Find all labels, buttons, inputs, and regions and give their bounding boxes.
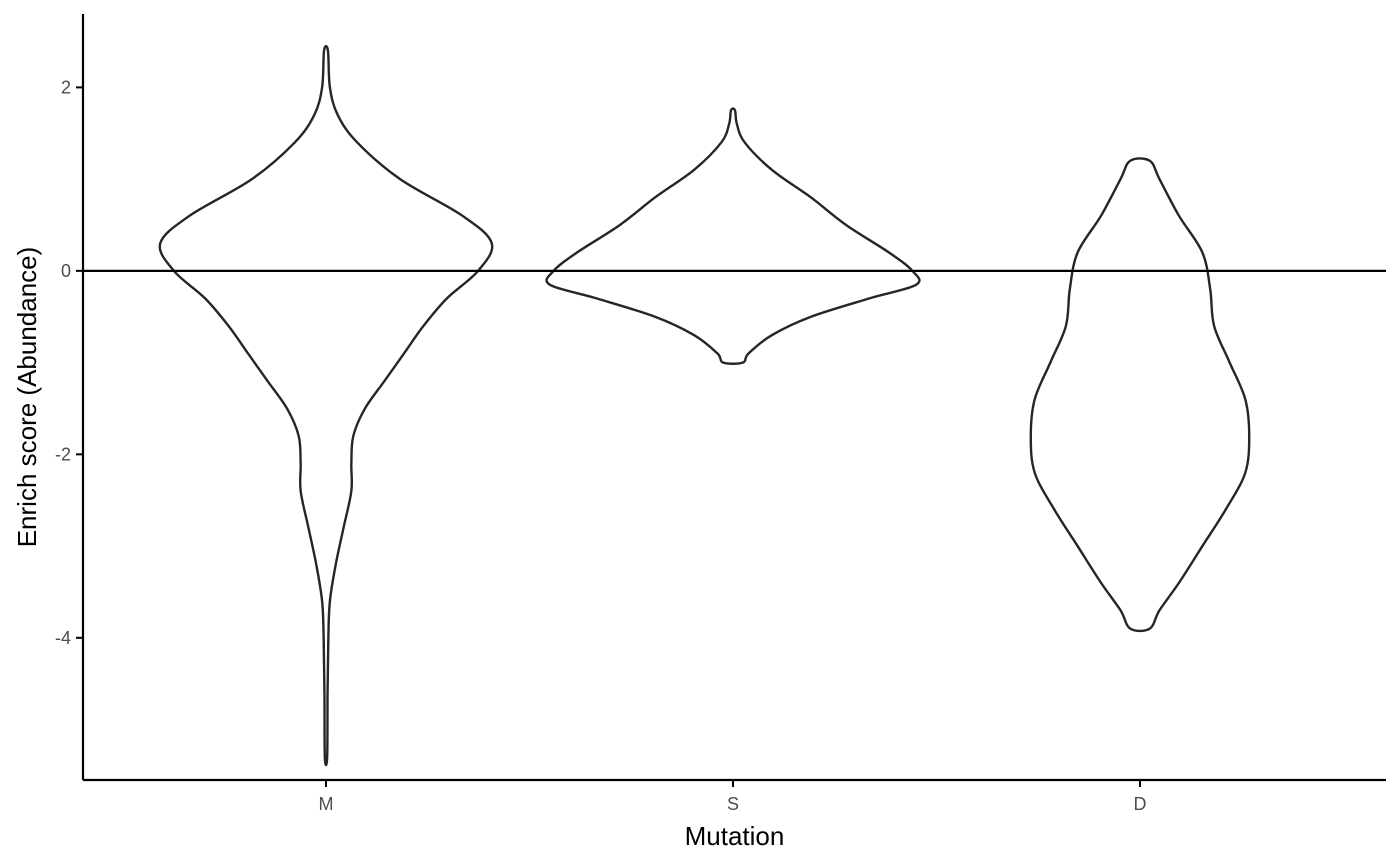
x-tick-label-S: S — [727, 794, 739, 814]
y-axis-ticks: 2 0 -2 -4 — [55, 77, 83, 648]
y-tick-label: 2 — [61, 77, 71, 97]
violin-D — [1029, 157, 1251, 633]
y-tick-label: 0 — [61, 261, 71, 281]
x-tick-label-M: M — [319, 794, 334, 814]
x-tick-label-D: D — [1134, 794, 1147, 814]
y-tick-label: -4 — [55, 628, 71, 648]
violin-M — [158, 44, 494, 767]
violin-group — [158, 44, 1251, 767]
violin-S — [545, 107, 921, 365]
y-axis-title: Enrich score (Abundance) — [12, 247, 42, 548]
x-axis-title: Mutation — [685, 821, 785, 851]
y-tick-label: -2 — [55, 444, 71, 464]
